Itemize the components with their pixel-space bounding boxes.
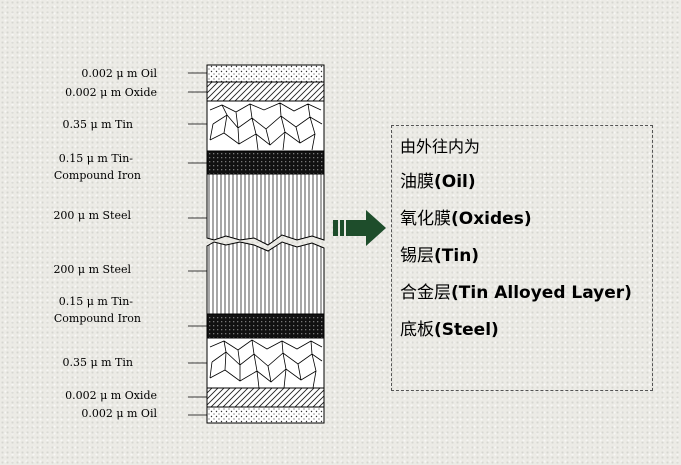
legend-item-steel: 底板(Steel) — [400, 320, 646, 340]
legend-item-oxides: 氧化膜(Oxides) — [400, 209, 646, 229]
layer-bottom-steel — [206, 241, 325, 315]
legend-heading: 由外往内为 — [400, 137, 481, 156]
label-top-oxide: 0.002 μ m Oxide — [65, 86, 157, 99]
label-bottom-tin: 0.35 μ m Tin — [62, 356, 133, 369]
legend-item-alloyed-en: (Tin Alloyed Layer) — [451, 283, 632, 303]
legend-item-oil-en: (Oil) — [434, 172, 476, 192]
legend-item-alloyed-cn: 合金层 — [400, 283, 451, 303]
legend-item-oil-cn: 油膜 — [400, 172, 434, 192]
layer-bottom-oxide — [206, 387, 325, 408]
label-bottom-steel: 200 μ m Steel — [53, 263, 131, 276]
layer-bottom-oil — [206, 406, 325, 424]
label-bottom-compound-line1: 0.15 μ m Tin- — [59, 295, 134, 308]
layer-bottom-compound — [206, 313, 325, 339]
legend-item-steel-cn: 底板 — [400, 320, 434, 340]
arrow-icon — [333, 210, 386, 246]
layer-top-oxide — [206, 81, 325, 102]
legend-item-tin-en: (Tin) — [434, 246, 480, 266]
legend-item-tin: 锡层(Tin) — [400, 246, 646, 266]
layer-top-oil — [206, 64, 325, 83]
legend-box: 由外往内为 油膜(Oil) 氧化膜(Oxides) 锡层(Tin) 合金层(Ti… — [391, 125, 653, 391]
legend-item-tin-cn: 锡层 — [400, 246, 434, 266]
label-top-oil: 0.002 μ m Oil — [81, 67, 157, 80]
legend-item-oil: 油膜(Oil) — [400, 172, 646, 192]
layer-top-tin — [206, 100, 325, 152]
layer-top-steel — [206, 173, 325, 246]
label-bottom-oil: 0.002 μ m Oil — [81, 407, 157, 420]
label-bottom-compound-line2: Compound Iron — [54, 312, 141, 325]
legend-item-alloyed: 合金层(Tin Alloyed Layer) — [400, 283, 646, 303]
layer-bottom-tin — [206, 337, 325, 389]
label-top-tin: 0.35 μ m Tin — [62, 118, 133, 131]
label-top-compound-line1: 0.15 μ m Tin- — [59, 152, 134, 165]
label-bottom-oxide: 0.002 μ m Oxide — [65, 389, 157, 402]
layer-top-compound — [206, 150, 325, 175]
legend-item-oxides-en: (Oxides) — [451, 209, 532, 229]
label-top-steel: 200 μ m Steel — [53, 209, 131, 222]
label-top-compound-line2: Compound Iron — [54, 169, 141, 182]
legend-item-oxides-cn: 氧化膜 — [400, 209, 451, 229]
leader-lines — [188, 72, 207, 416]
legend-item-steel-en: (Steel) — [434, 320, 499, 340]
